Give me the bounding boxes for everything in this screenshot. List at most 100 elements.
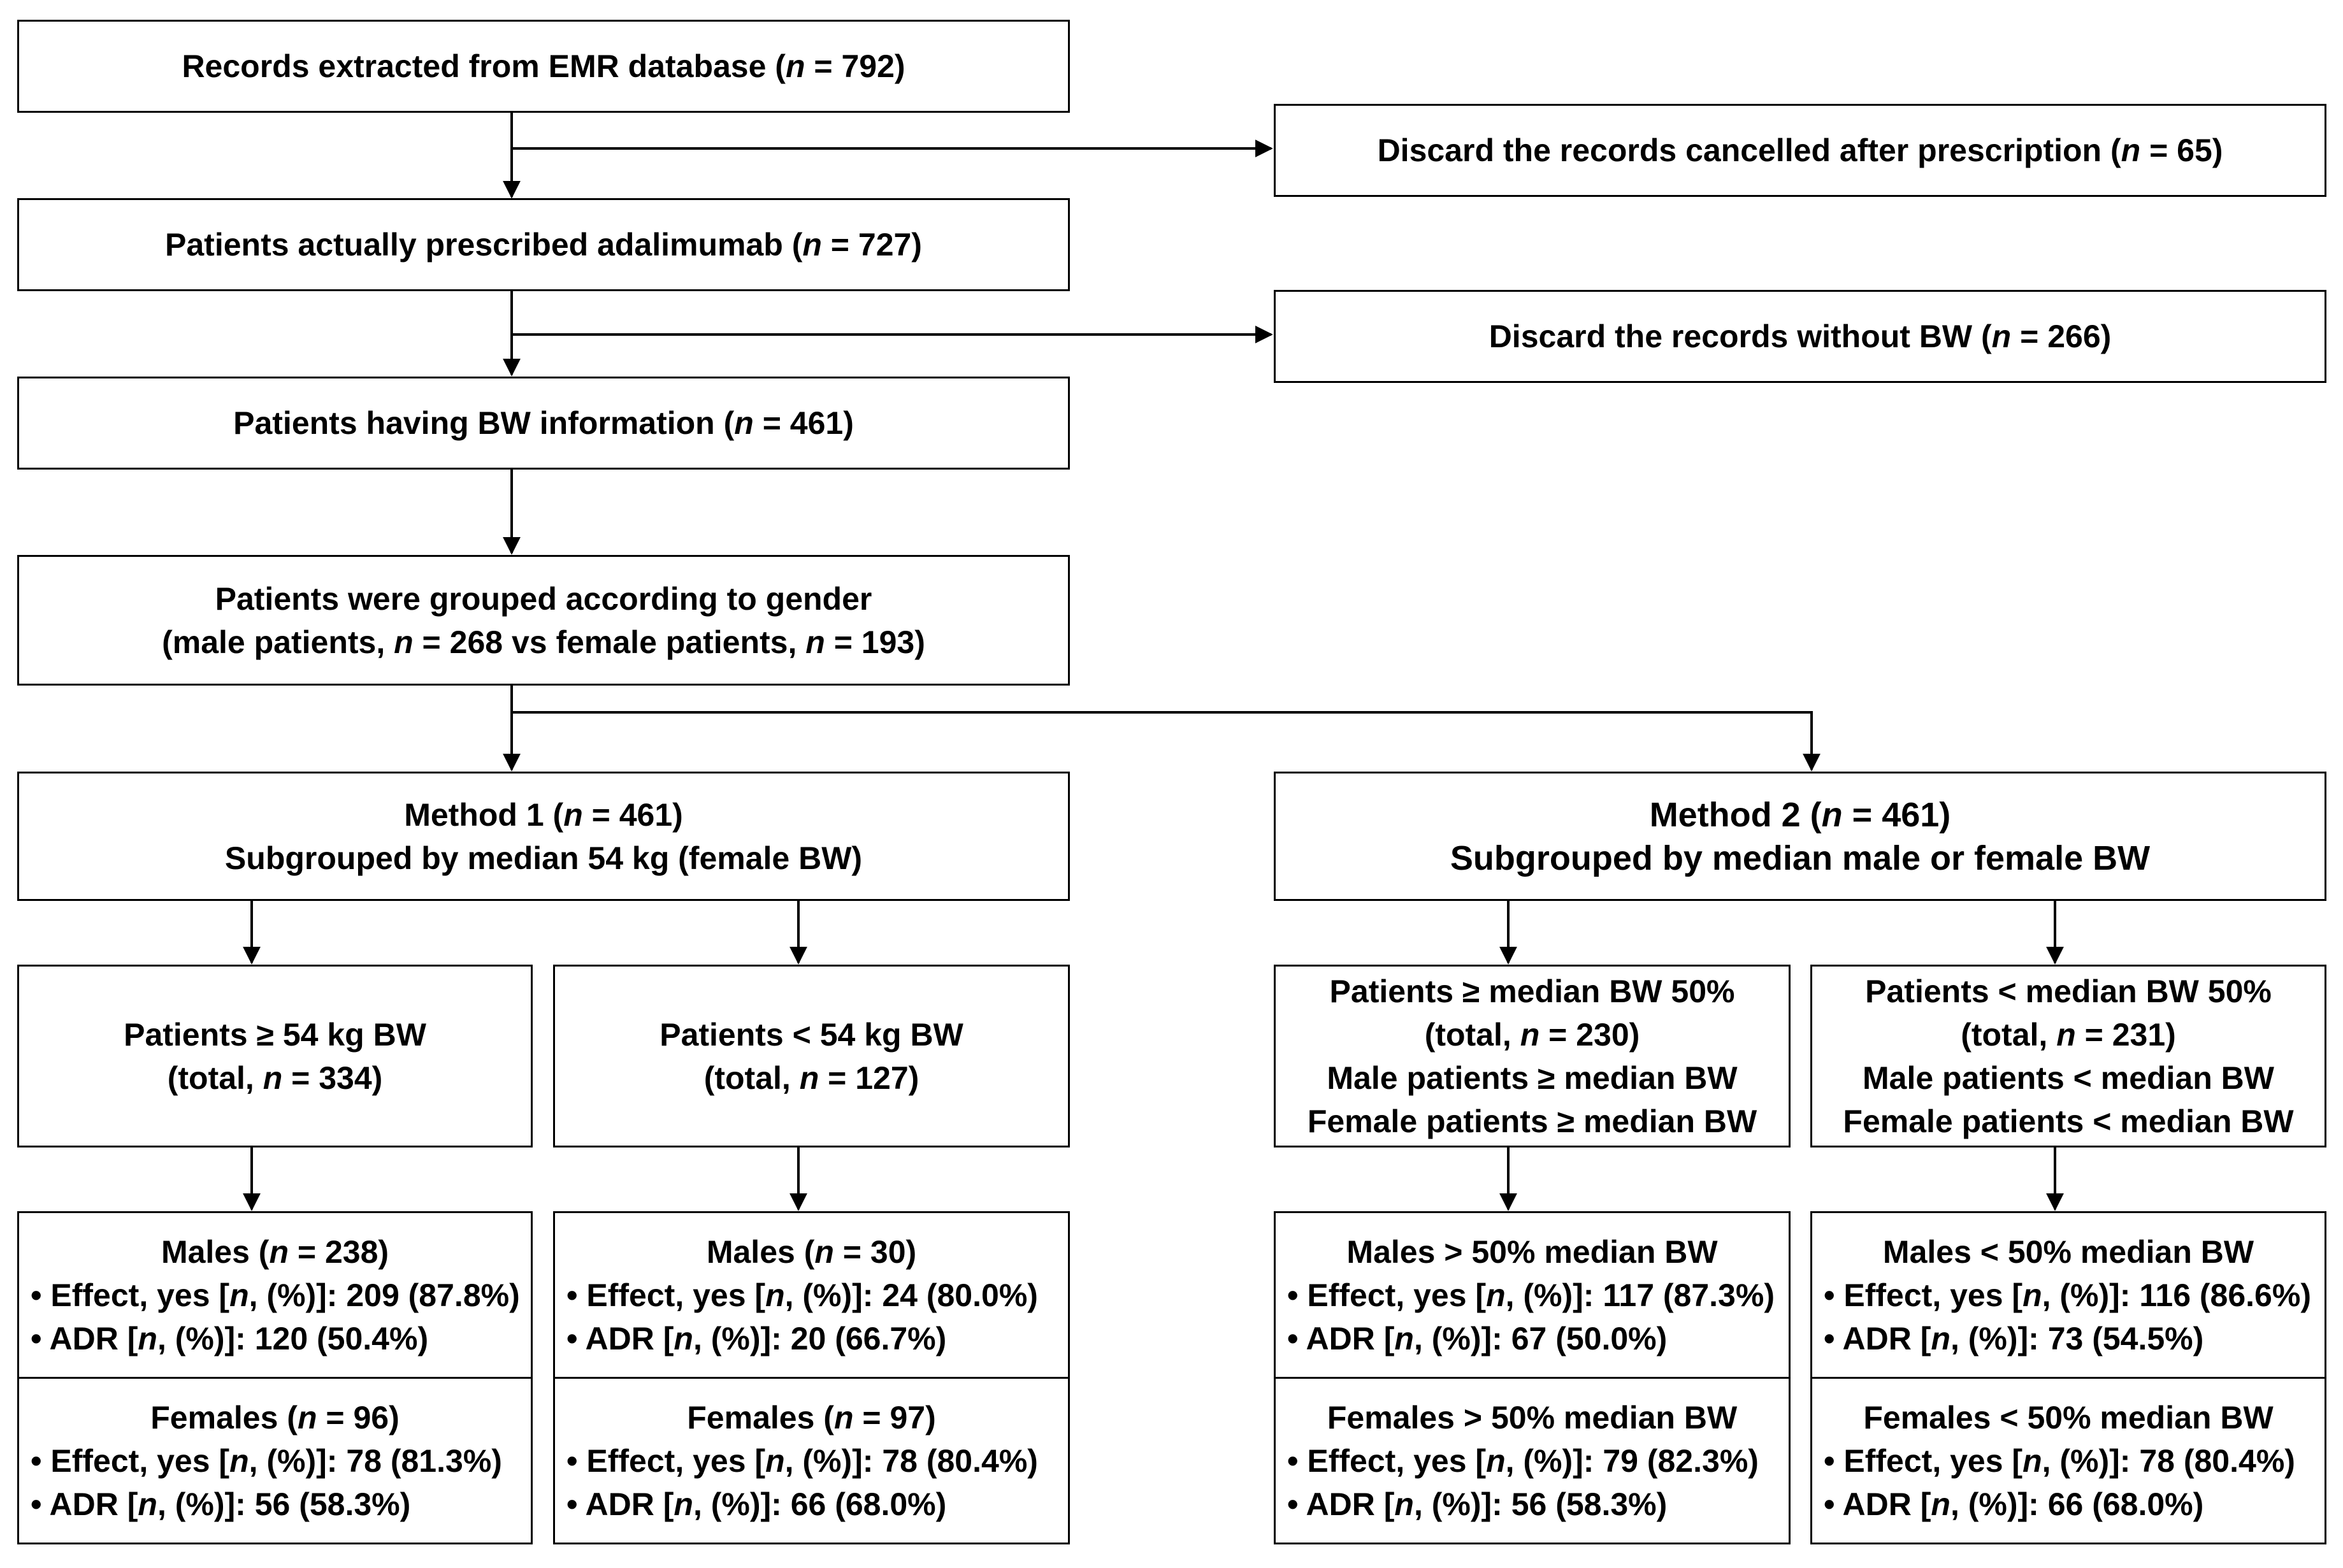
- method2-subtitle: Subgrouped by median male or female BW: [1450, 838, 2151, 877]
- n-symbol: n: [2022, 1442, 2042, 1479]
- m1-lt-title: Patients < 54 kg BW: [660, 1016, 963, 1053]
- adr-value: , (%)]: 56 (58.3%): [1413, 1486, 1668, 1522]
- m2-ge-median-box: Patients ≥ median BW 50% (total, n = 230…: [1274, 965, 1791, 1147]
- males-heading: Males > 50% median BW: [1346, 1234, 1718, 1270]
- n-symbol: n: [2121, 133, 2141, 168]
- grouped-line2-a: (male patients,: [162, 624, 394, 660]
- effect-label: • Effect, yes [: [1824, 1277, 2023, 1313]
- grouped-line2-c: = 193): [825, 624, 925, 660]
- m2-lt-median-box: Patients < median BW 50% (total, n = 231…: [1810, 965, 2326, 1147]
- adr-value: , (%)]: 120 (50.4%): [157, 1320, 429, 1356]
- adr-value: , (%)]: 67 (50.0%): [1413, 1320, 1668, 1356]
- effect-label: • Effect, yes [: [566, 1277, 766, 1313]
- grouped-line1: Patients were grouped according to gende…: [215, 580, 872, 617]
- m1-lt-total-count: = 127): [819, 1060, 919, 1096]
- discard-no-bw-box: Discard the records without BW (n = 266): [1274, 290, 2326, 383]
- n-symbol: n: [734, 405, 754, 441]
- m1-ge-total-label: (total,: [167, 1060, 263, 1096]
- males-heading: Males (: [706, 1234, 815, 1270]
- m2-ge-females-box: Females > 50% median BW • Effect, yes [n…: [1274, 1377, 1791, 1544]
- effect-label: • Effect, yes [: [566, 1442, 766, 1479]
- method2-count: = 461): [1842, 795, 1951, 834]
- m2-ge-title: Patients ≥ median BW 50%: [1329, 973, 1735, 1009]
- m1-lt-females-box: Females (n = 97) • Effect, yes [n, (%)]:…: [553, 1377, 1070, 1544]
- n-symbol: n: [833, 1399, 854, 1435]
- adr-value: , (%)]: 56 (58.3%): [157, 1486, 411, 1522]
- n-symbol: n: [814, 1234, 834, 1270]
- grouped-line2-b: = 268 vs female patients,: [413, 624, 806, 660]
- females-heading: Females (: [150, 1399, 298, 1435]
- having-bw-count: = 461): [753, 405, 854, 441]
- n-symbol: n: [1520, 1016, 1540, 1053]
- n-symbol: n: [1931, 1486, 1950, 1522]
- n-symbol: n: [799, 1060, 819, 1096]
- males-count: = 30): [833, 1234, 917, 1270]
- m2-ge-total-count: = 230): [1539, 1016, 1640, 1053]
- n-symbol: n: [765, 1442, 785, 1479]
- method1-count: = 461): [582, 796, 683, 833]
- m2-lt-total-count: = 231): [2075, 1016, 2176, 1053]
- m2-lt-female-line: Female patients < median BW: [1843, 1103, 2294, 1139]
- n-symbol: n: [674, 1320, 693, 1356]
- effect-value: , (%)]: 78 (80.4%): [2042, 1442, 2295, 1479]
- m1-ge-title: Patients ≥ 54 kg BW: [124, 1016, 426, 1053]
- n-symbol: n: [674, 1486, 693, 1522]
- effect-value: , (%)]: 117 (87.3%): [1505, 1277, 1775, 1313]
- method2-title: Method 2 (: [1649, 795, 1822, 834]
- males-heading: Males < 50% median BW: [1882, 1234, 2254, 1270]
- adr-label: • ADR [: [1287, 1320, 1395, 1356]
- m2-lt-title: Patients < median BW 50%: [1865, 973, 2272, 1009]
- effect-value: , (%)]: 116 (86.6%): [2042, 1277, 2311, 1313]
- prescribed-box: Patients actually prescribed adalimumab …: [17, 198, 1070, 291]
- n-symbol: n: [1486, 1442, 1506, 1479]
- n-symbol: n: [805, 624, 825, 660]
- effect-label: • Effect, yes [: [1287, 1442, 1487, 1479]
- m1-lt-total-label: (total,: [703, 1060, 800, 1096]
- adr-value: , (%)]: 20 (66.7%): [693, 1320, 947, 1356]
- n-symbol: n: [1991, 319, 2012, 354]
- females-heading: Females < 50% median BW: [1863, 1399, 2274, 1435]
- prescribed-label: Patients actually prescribed adalimumab …: [165, 227, 803, 263]
- n-symbol: n: [2056, 1016, 2076, 1053]
- adr-label: • ADR [: [566, 1486, 674, 1522]
- n-symbol: n: [785, 48, 805, 84]
- adr-value: , (%)]: 73 (54.5%): [1950, 1320, 2204, 1356]
- n-symbol: n: [297, 1399, 317, 1435]
- females-heading: Females (: [687, 1399, 834, 1435]
- effect-value: , (%)]: 78 (80.4%): [784, 1442, 1038, 1479]
- arrow-grouped-to-method2: [512, 711, 1820, 772]
- adr-label: • ADR [: [1824, 1486, 1931, 1522]
- m1-ge-54kg-box: Patients ≥ 54 kg BW (total, n = 334): [17, 965, 533, 1147]
- n-symbol: n: [802, 227, 822, 263]
- adr-label: • ADR [: [1824, 1320, 1931, 1356]
- records-extracted-box: Records extracted from EMR database (n =…: [17, 20, 1070, 113]
- females-count: = 97): [853, 1399, 936, 1435]
- m1-ge-total-count: = 334): [282, 1060, 383, 1096]
- m2-ge-males-box: Males > 50% median BW • Effect, yes [n, …: [1274, 1211, 1791, 1379]
- grouped-by-gender-box: Patients were grouped according to gende…: [17, 555, 1070, 686]
- n-symbol: n: [765, 1277, 785, 1313]
- n-symbol: n: [138, 1320, 157, 1356]
- m2-lt-males-box: Males < 50% median BW • Effect, yes [n, …: [1810, 1211, 2326, 1379]
- n-symbol: n: [269, 1234, 289, 1270]
- males-count: = 238): [289, 1234, 389, 1270]
- m1-lt-54kg-box: Patients < 54 kg BW (total, n = 127): [553, 965, 1070, 1147]
- discard-no-bw-count: = 266): [2011, 319, 2112, 354]
- females-heading: Females > 50% median BW: [1327, 1399, 1738, 1435]
- prescribed-count: = 727): [821, 227, 922, 263]
- m2-lt-male-line: Male patients < median BW: [1863, 1060, 2274, 1096]
- n-symbol: n: [138, 1486, 157, 1522]
- n-symbol: n: [2022, 1277, 2042, 1313]
- m2-lt-females-box: Females < 50% median BW • Effect, yes [n…: [1810, 1377, 2326, 1544]
- adr-label: • ADR [: [1287, 1486, 1395, 1522]
- effect-value: , (%)]: 209 (87.8%): [249, 1277, 520, 1313]
- females-count: = 96): [317, 1399, 400, 1435]
- n-symbol: n: [1821, 795, 1843, 834]
- discard-cancelled-label: Discard the records cancelled after pres…: [1377, 133, 2121, 168]
- method2-box: Method 2 (n = 461) Subgrouped by median …: [1274, 772, 2326, 901]
- effect-value: , (%)]: 78 (81.3%): [249, 1442, 502, 1479]
- m2-ge-female-line: Female patients ≥ median BW: [1307, 1103, 1757, 1139]
- m1-lt-males-box: Males (n = 30) • Effect, yes [n, (%)]: 2…: [553, 1211, 1070, 1379]
- adr-value: , (%)]: 66 (68.0%): [1950, 1486, 2204, 1522]
